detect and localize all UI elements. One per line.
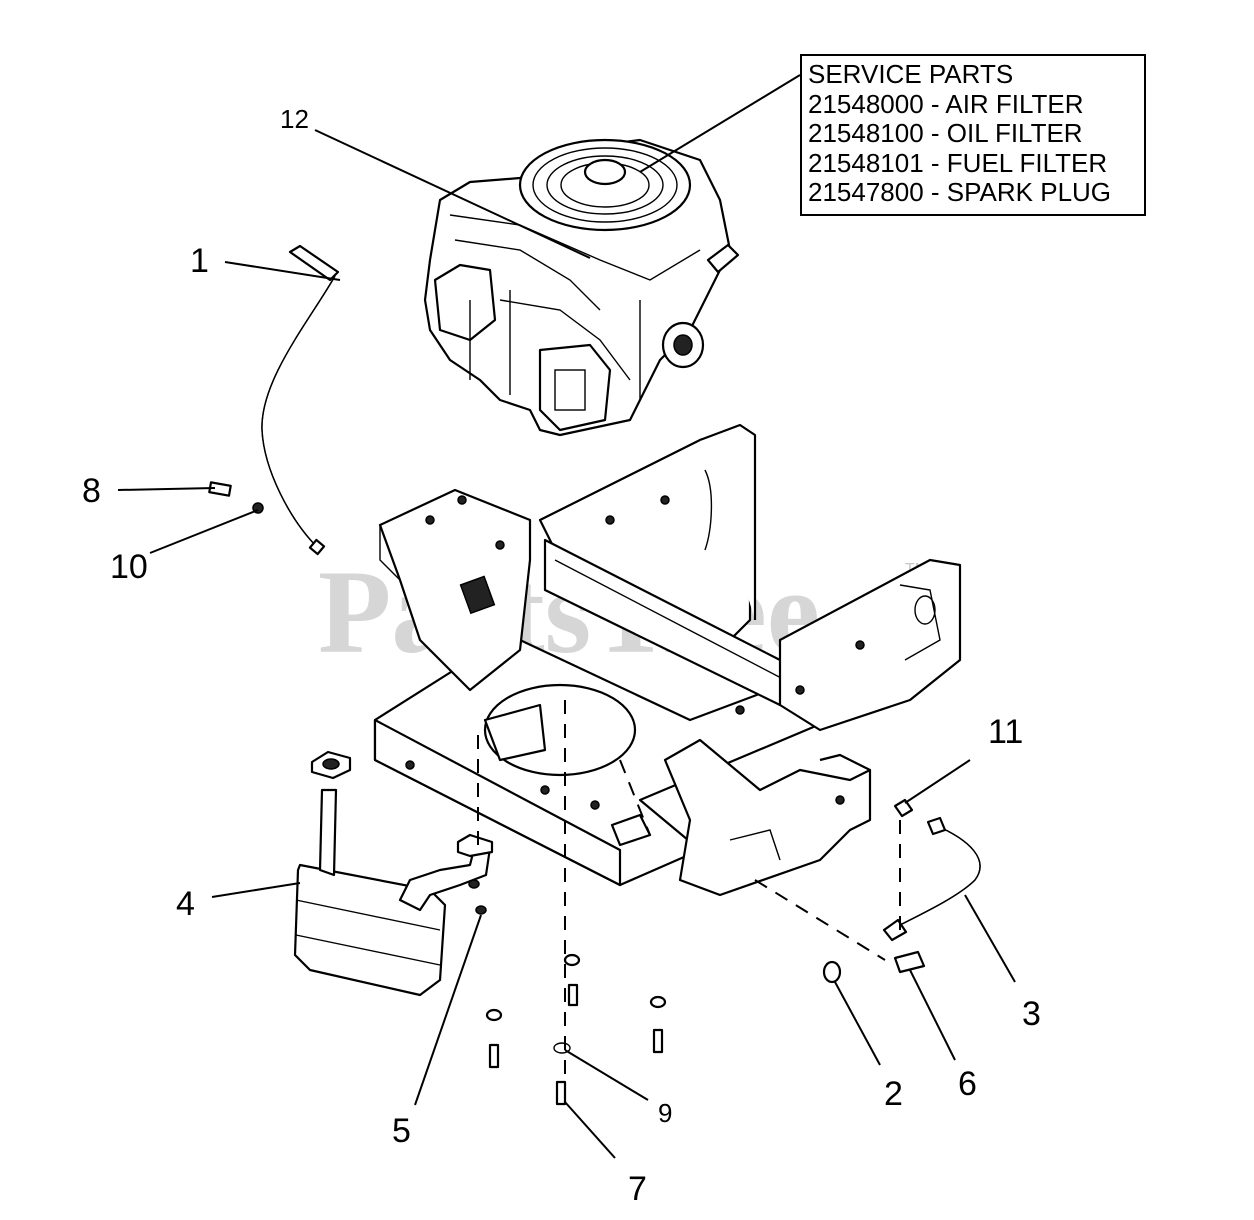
leader-4 [211, 882, 301, 898]
callout-8: 8 [82, 472, 101, 510]
leader-1 [224, 261, 341, 281]
fuel-hose-3 [882, 816, 981, 942]
leader-10 [149, 509, 259, 554]
engine [423, 138, 740, 437]
chassis-frame [373, 423, 962, 897]
callout-10: 10 [110, 548, 148, 586]
leader-6 [909, 969, 956, 1061]
hardware [468, 798, 926, 1106]
service-part-fuel-filter: 21548101 - FUEL FILTER [808, 147, 1108, 178]
callout-3: 3 [1022, 995, 1041, 1033]
callout-7: 7 [628, 1170, 647, 1208]
callout-2: 2 [884, 1075, 903, 1113]
leader-12 [314, 129, 591, 259]
leader-11 [904, 759, 971, 804]
callout-1: 1 [190, 242, 209, 280]
fuel-line [261, 244, 340, 556]
callout-11: 11 [988, 713, 1023, 751]
leader-service-parts [639, 74, 801, 173]
muffler [293, 750, 494, 997]
service-part-spark-plug: 21547800 - SPARK PLUG [808, 177, 1112, 207]
service-parts-title: SERVICE PARTS [808, 59, 1014, 89]
callout-5: 5 [392, 1112, 411, 1150]
leader-8 [117, 487, 216, 491]
service-part-air-filter: 21548000 - AIR FILTER [808, 88, 1084, 119]
leader-7 [564, 1101, 616, 1159]
leader-9 [564, 1049, 649, 1101]
leader-3 [964, 894, 1016, 983]
service-parts-box: SERVICE PARTS 21548000 - AIR FILTER 2154… [800, 54, 1146, 216]
callout-9: 9 [658, 1098, 672, 1128]
callout-4: 4 [176, 885, 195, 923]
callout-6: 6 [958, 1065, 977, 1103]
leader-5 [414, 914, 482, 1106]
leader-2 [834, 981, 881, 1066]
service-part-oil-filter: 21548100 - OIL FILTER [808, 118, 1083, 148]
callout-12: 12 [280, 104, 309, 134]
